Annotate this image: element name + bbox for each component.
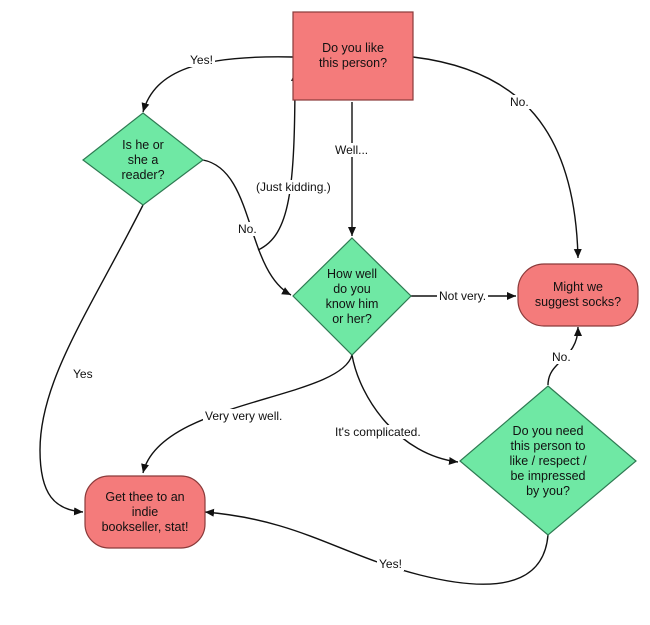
- edge-like-to-reader: [141, 56, 294, 113]
- bookseller-terminal: [84, 475, 206, 549]
- like-person-box: [292, 11, 414, 101]
- edge-just-kidding-to-like: [257, 71, 299, 251]
- label-very-very-well: Very very well.: [203, 409, 285, 423]
- label-no-to-socks: No.: [508, 95, 531, 109]
- label-reader-yes: Yes: [71, 367, 95, 381]
- edge-like-to-socks: [412, 56, 582, 259]
- label-yes-to-reader: Yes!: [188, 53, 215, 67]
- is-reader-diamond: [82, 112, 204, 206]
- edge-knowwell-to-need: [351, 354, 459, 465]
- label-just-kidding: (Just kidding.): [254, 180, 333, 194]
- label-need-no: No.: [550, 350, 573, 364]
- edge-reader-yes-to-bookseller: [39, 204, 144, 516]
- need-like-diamond: [459, 385, 637, 536]
- edge-reader-no-to-knowwell: [202, 159, 292, 296]
- label-reader-no: No.: [236, 222, 259, 236]
- know-well-diamond: [292, 237, 412, 356]
- label-well: Well...: [333, 143, 371, 157]
- edge-knowwell-to-bookseller: [141, 354, 353, 474]
- socks-terminal: [517, 263, 639, 327]
- label-complicated: It's complicated.: [333, 425, 423, 439]
- label-not-very: Not very.: [437, 289, 489, 303]
- nodes: [82, 11, 639, 549]
- edge-need-yes-to-bookseller: [204, 508, 549, 585]
- label-need-yes: Yes!: [377, 557, 404, 571]
